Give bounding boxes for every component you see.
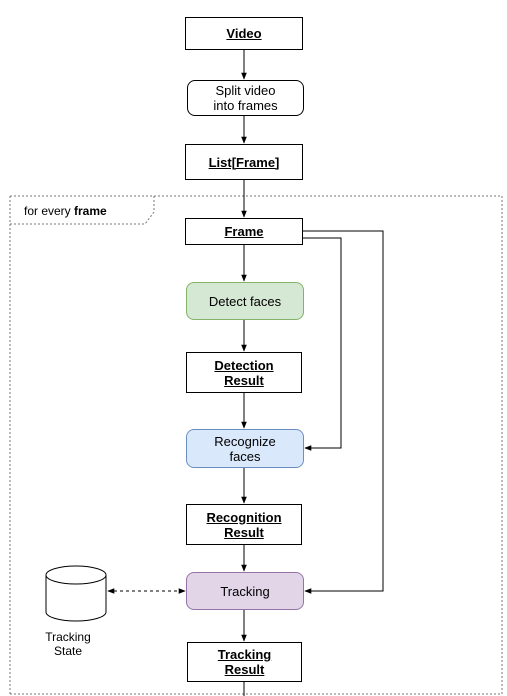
edge-frame-recognize <box>303 237 342 451</box>
node-tracking-result: Tracking Result <box>187 642 302 682</box>
loop-label: for every frame <box>24 204 107 218</box>
node-video: Video <box>185 17 303 50</box>
tracking-state-label: Tracking State <box>45 630 91 658</box>
node-recognition-result: Recognition Result <box>186 504 302 545</box>
tracking-state-cylinder-icon <box>45 565 107 622</box>
node-detection-result: Detection Result <box>186 352 302 393</box>
node-frame: Frame <box>185 218 303 245</box>
edge-frame-tracking <box>303 230 384 594</box>
loop-frame <box>9 195 503 695</box>
node-list-frame: List[Frame] <box>185 144 303 180</box>
loop-label-prefix: for every <box>24 204 75 218</box>
node-tracking: Tracking <box>186 572 304 610</box>
node-split-video: Split video into frames <box>187 80 304 116</box>
loop-label-bold: frame <box>74 204 107 218</box>
node-detect-faces: Detect faces <box>186 282 304 320</box>
node-recognize-faces: Recognize faces <box>186 429 304 468</box>
